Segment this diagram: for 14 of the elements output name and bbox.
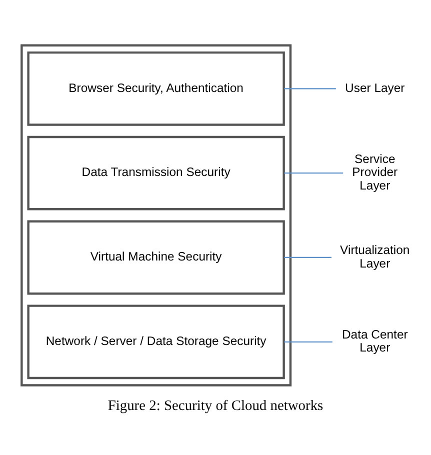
connector xyxy=(284,88,336,90)
caption: Figure 2: Security of Cloud networks xyxy=(108,398,324,414)
node-text: Service Provider Layer xyxy=(352,152,398,193)
node-box: Network / Server / Data Storage Security xyxy=(27,304,285,380)
node-box: Virtual Machine Security xyxy=(27,220,285,295)
node-text: User Layer xyxy=(345,80,405,95)
connector xyxy=(284,341,332,342)
cluster xyxy=(20,44,292,386)
node-box: Data Transmission Security xyxy=(27,136,285,210)
node-box: Browser Security, Authentication xyxy=(27,51,285,126)
node-text: Data Center Layer xyxy=(342,327,408,355)
connector xyxy=(284,256,332,258)
connector xyxy=(284,172,344,174)
node-text: Virtualization Layer xyxy=(340,242,410,270)
